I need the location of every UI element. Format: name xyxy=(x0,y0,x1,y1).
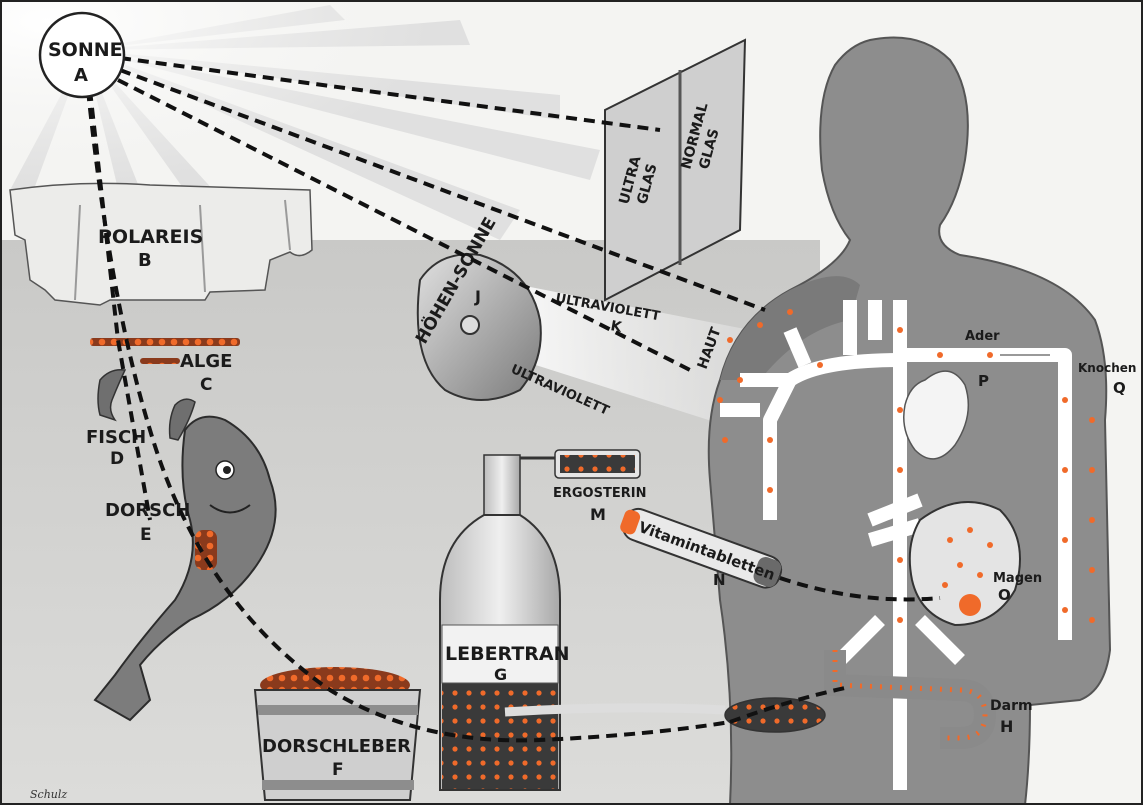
intestine-letter: H xyxy=(1000,717,1013,736)
sun-letter: A xyxy=(74,65,88,86)
ergosterol-letter: M xyxy=(590,505,606,524)
heart-letter: P xyxy=(978,372,989,390)
bone-label: Knochen xyxy=(1078,361,1136,375)
cod-liver-label: DORSCHLEBER xyxy=(262,736,411,757)
ergosterol-label: ERGOSTERIN xyxy=(553,486,646,501)
cod-liver-letter: F xyxy=(332,760,344,780)
polar-ice-letter: B xyxy=(138,250,152,271)
fish-letter: D xyxy=(110,449,124,469)
cod-letter: E xyxy=(140,525,152,545)
polar-ice-label: POLAREIS xyxy=(98,226,203,248)
stomach-letter: O xyxy=(998,586,1011,604)
cod-liver-bucket: DORSCHLEBER F xyxy=(255,667,420,800)
cod-liver-oil-label: LEBERTRAN xyxy=(445,643,570,665)
sun-label: SONNE xyxy=(48,39,123,61)
algae-letter: C xyxy=(200,375,212,395)
vitamin-tablets-letter: N xyxy=(713,571,726,589)
sun: SONNE A xyxy=(40,13,124,97)
stomach-label: Magen xyxy=(993,571,1042,586)
algae-label: ALGE xyxy=(180,351,232,372)
sunlamp-letter: J xyxy=(474,287,481,306)
cod-liver-oil-letter: G xyxy=(494,665,507,684)
intestine-label: Darm xyxy=(990,698,1033,714)
artist-signature: Schulz xyxy=(30,788,67,801)
vein-label: Ader xyxy=(965,329,1000,344)
bone-letter: Q xyxy=(1113,379,1126,397)
